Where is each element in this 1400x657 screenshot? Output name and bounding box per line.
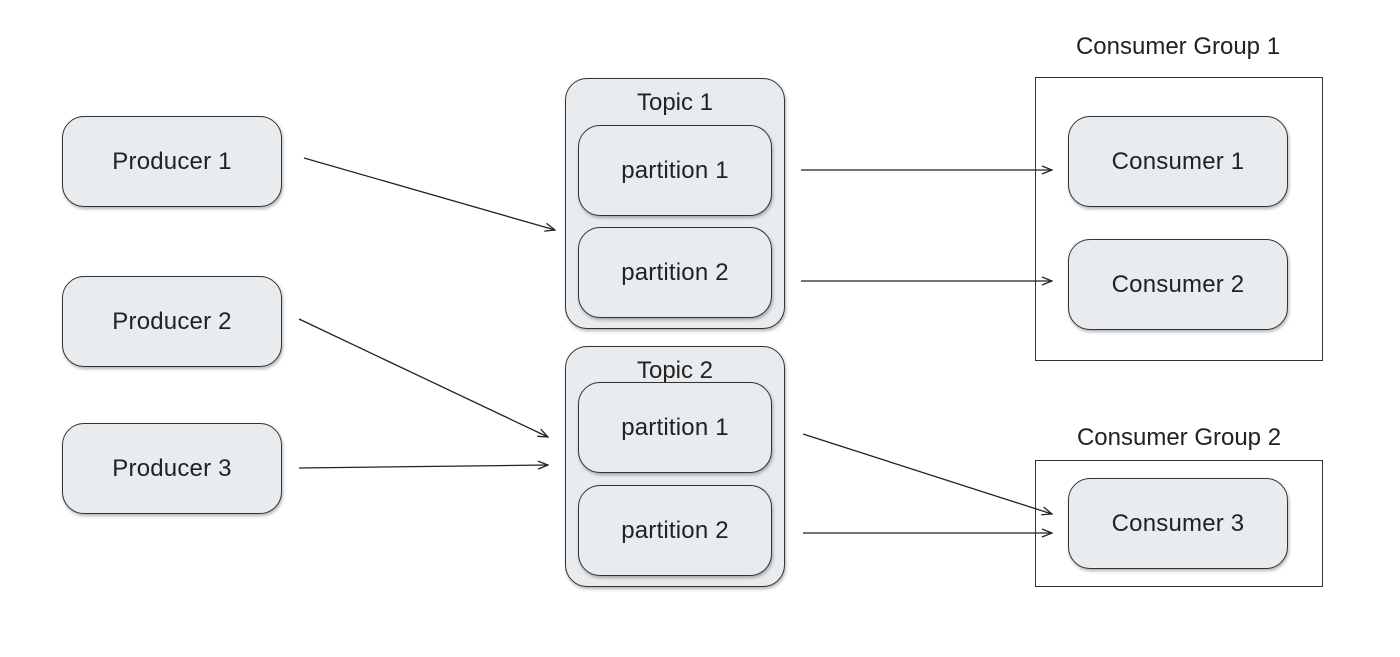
topic-1-partition-2-label: partition 2 xyxy=(621,258,729,286)
topic-2-partition-2-label: partition 2 xyxy=(621,516,729,544)
producer-2-box: Producer 2 xyxy=(62,276,282,367)
consumer-1-box: Consumer 1 xyxy=(1068,116,1288,207)
arrow-producer-3-to-topic-2 xyxy=(298,465,548,468)
topic-1-partition-1-label: partition 1 xyxy=(621,156,729,184)
topic-1-partition-2: partition 2 xyxy=(578,227,772,318)
consumer-2-label: Consumer 2 xyxy=(1111,270,1245,298)
consumer-group-1-title: Consumer Group 1 xyxy=(1075,33,1281,60)
topic-1-title: Topic 1 xyxy=(636,89,714,116)
arrow-producer-1-to-topic-1 xyxy=(303,157,555,230)
consumer-2-box: Consumer 2 xyxy=(1068,239,1288,330)
topic-1-partition-1: partition 1 xyxy=(578,125,772,216)
arrow-t2p1-to-consumer-3 xyxy=(802,433,1052,514)
producer-3-box: Producer 3 xyxy=(62,423,282,514)
producer-1-box: Producer 1 xyxy=(62,116,282,207)
consumer-1-label: Consumer 1 xyxy=(1111,147,1245,175)
topic-2-title: Topic 2 xyxy=(636,357,714,384)
topic-2-partition-2: partition 2 xyxy=(578,485,772,576)
arrow-producer-2-to-topic-2 xyxy=(298,318,548,437)
producer-2-label: Producer 2 xyxy=(112,307,232,335)
producer-1-label: Producer 1 xyxy=(112,147,232,175)
consumer-3-box: Consumer 3 xyxy=(1068,478,1288,569)
topic-2-partition-1: partition 1 xyxy=(578,382,772,473)
consumer-group-2-title: Consumer Group 2 xyxy=(1076,424,1282,451)
producer-3-label: Producer 3 xyxy=(112,454,232,482)
consumer-3-label: Consumer 3 xyxy=(1111,509,1245,537)
topic-2-partition-1-label: partition 1 xyxy=(621,413,729,441)
